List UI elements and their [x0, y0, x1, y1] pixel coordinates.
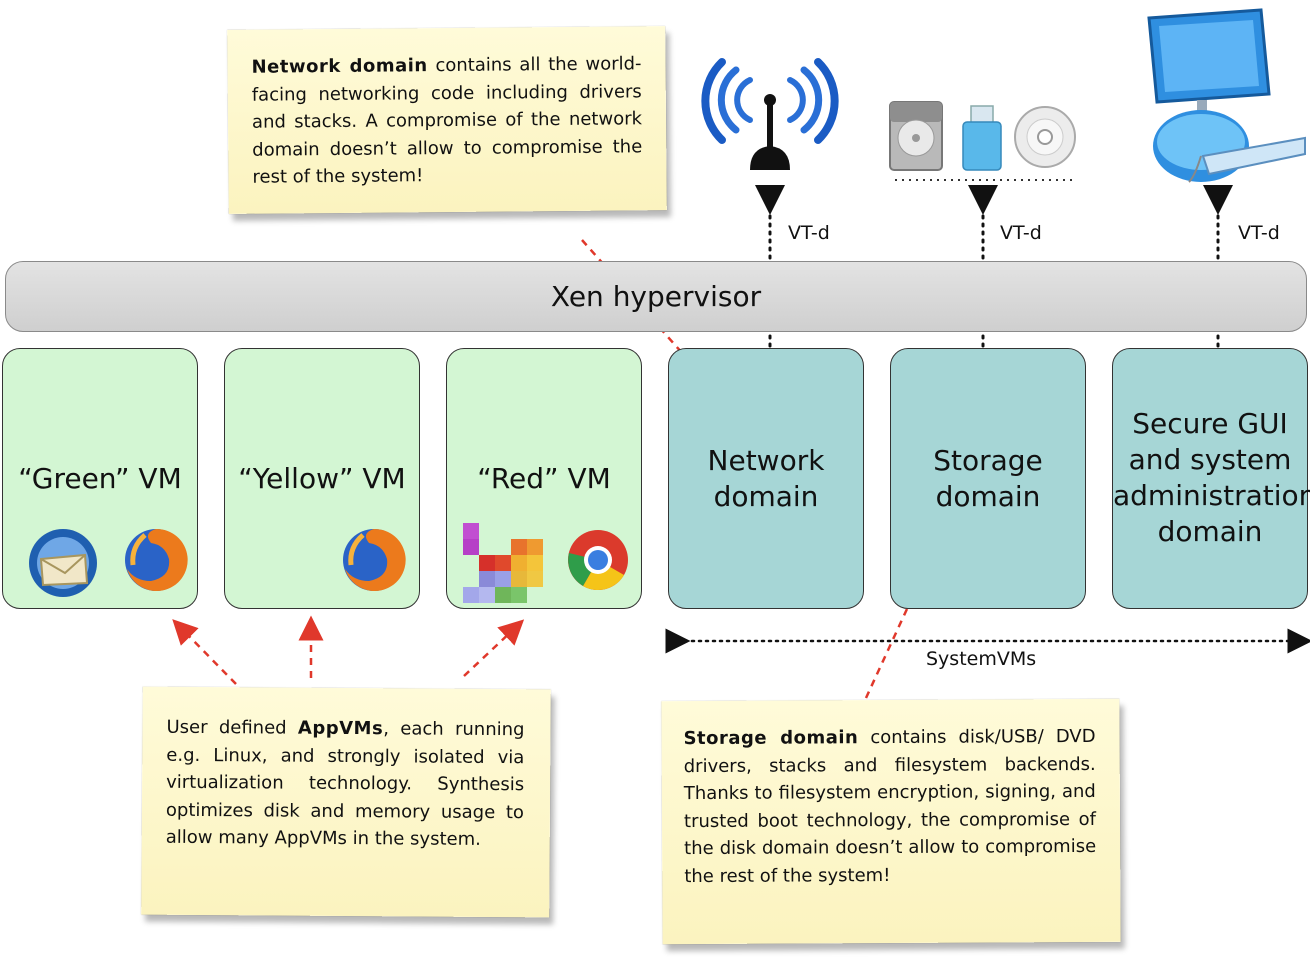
- chrome-icon: [568, 530, 628, 591]
- tetris-blocks-icon: [463, 523, 543, 603]
- network-note-bold: Network domain: [251, 55, 428, 78]
- usb-drive-icon: [962, 105, 1002, 171]
- dvd-disc-icon: [1014, 106, 1076, 168]
- network-domain-note: Network domain contains all the world-fa…: [227, 26, 667, 214]
- appvms-note: User defined AppVMs, each running e.g. L…: [141, 686, 551, 918]
- vm-yellow: “Yellow” VM: [224, 348, 420, 609]
- storage-note-text: contains disk/USB/ DVD drivers, stacks a…: [683, 725, 1097, 887]
- xen-hypervisor-label: Xen hypervisor: [550, 280, 762, 313]
- storage-domain-note: Storage domain contains disk/USB/ DVD dr…: [661, 698, 1121, 945]
- vm-gui-admin-domain: Secure GUI and system administration dom…: [1112, 348, 1310, 609]
- wifi-antenna-icon: [701, 58, 839, 170]
- red-arrow-storage-note: [864, 560, 931, 699]
- red-arrow-appvm-1: [172, 619, 237, 685]
- vm-gui-admin-domain-title: Secure GUI and system administration dom…: [1113, 407, 1310, 548]
- firefox-icon: [343, 528, 406, 591]
- vm-network-domain: Network domain: [668, 348, 864, 609]
- computer-monitor-icon: [1147, 8, 1306, 183]
- vm-red-title: “Red” VM: [477, 462, 611, 495]
- vm-green: “Green” VM: [2, 348, 198, 609]
- vm-yellow-title: “Yellow” VM: [238, 462, 406, 495]
- vtd-label-storage: VT-d: [1000, 222, 1042, 244]
- thunderbird-icon: [29, 529, 97, 597]
- xen-hypervisor-bar: Xen hypervisor: [5, 261, 1307, 332]
- appvms-note-bold: AppVMs: [297, 717, 384, 740]
- vm-storage-domain-title: Storage domain: [933, 444, 1043, 513]
- appvms-note-prefix: User defined: [166, 716, 299, 739]
- storage-note-bold: Storage domain: [683, 727, 859, 750]
- systemvms-label: SystemVMs: [926, 648, 1037, 670]
- vm-green-title: “Green” VM: [18, 462, 182, 495]
- vm-storage-domain: Storage domain: [890, 348, 1086, 609]
- hard-disk-icon: [889, 101, 943, 171]
- vm-red: “Red” VM: [446, 348, 642, 609]
- vm-network-domain-title: Network domain: [707, 444, 825, 513]
- vtd-label-gui: VT-d: [1238, 222, 1280, 244]
- firefox-icon: [125, 528, 188, 591]
- red-arrow-appvm-3: [463, 619, 525, 677]
- vtd-label-network: VT-d: [788, 222, 830, 244]
